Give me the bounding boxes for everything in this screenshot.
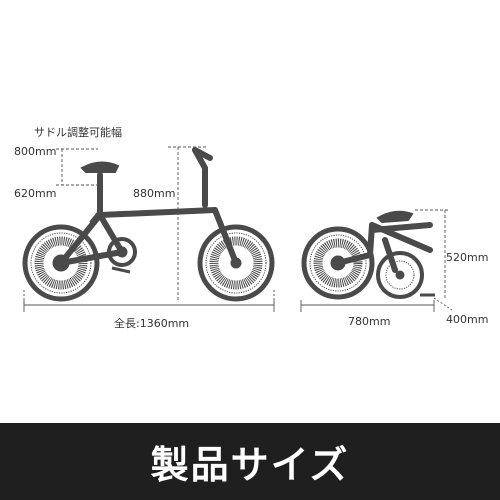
title-banner: 製品サイズ bbox=[0, 423, 500, 500]
folded-length-label: 780mm bbox=[348, 315, 391, 328]
folded-height-label: 520mm bbox=[446, 251, 489, 264]
bike-frame bbox=[58, 147, 239, 266]
front-wheel bbox=[197, 224, 275, 302]
saddle-max-label: 800mm bbox=[14, 145, 57, 158]
saddle bbox=[80, 161, 120, 173]
folded-bike bbox=[301, 210, 435, 300]
height-label: 880mm bbox=[133, 187, 176, 200]
folded-width-label: 400mm bbox=[446, 313, 489, 326]
saddle-adjust-label: サドル調整可能幅 bbox=[34, 126, 122, 139]
product-dimension-figure: サドル調整可能幅 800mm 620mm 880mm 全長:1360mm 520… bbox=[14, 126, 489, 330]
unfolded-bike bbox=[22, 147, 275, 302]
bike-diagram bbox=[22, 146, 453, 312]
banner-title: 製品サイズ bbox=[150, 443, 350, 487]
total-length-label: 全長:1360mm bbox=[114, 317, 190, 330]
saddle-min-label: 620mm bbox=[14, 187, 57, 200]
dimension-lines bbox=[23, 146, 453, 312]
